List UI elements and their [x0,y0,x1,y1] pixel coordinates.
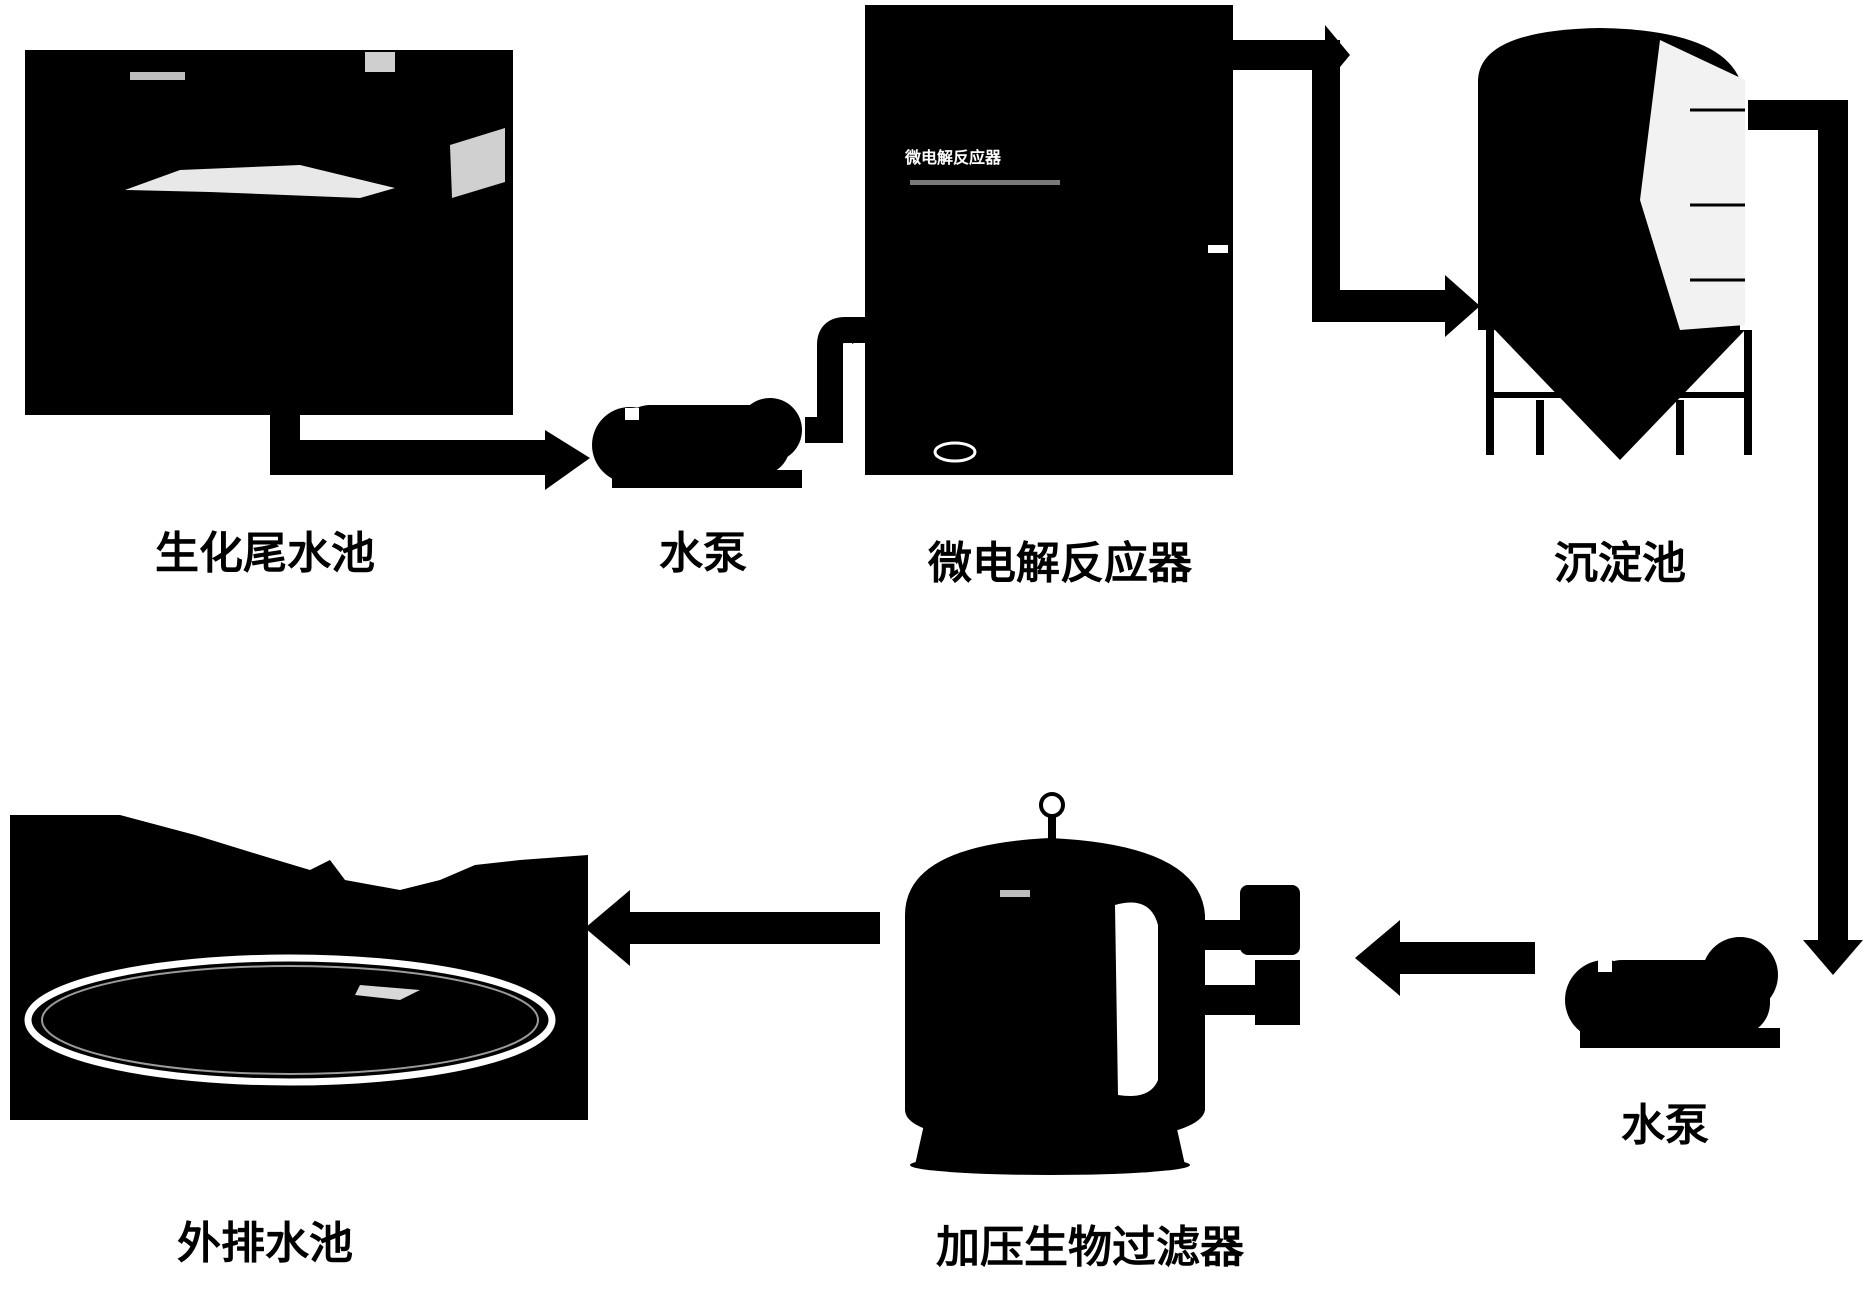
micro-electrolysis-reactor-label: 微电解反应器 [927,538,1193,589]
tail-water-pool-photo [25,50,513,415]
flow-arrow-pool-to-pump [270,410,590,490]
pump-2-icon [1565,937,1780,1048]
pressure-bio-filter-label: 加压生物过滤器 [936,1222,1245,1273]
pump-1-icon [592,317,875,488]
pump-2-label: 水泵 [1621,1100,1709,1151]
flow-arrow-reactor-to-tank [1230,25,1480,337]
reactor-panel-text: 微电解反应器 [904,148,1002,167]
pressure-bio-filter-photo [905,792,1300,1175]
discharge-pool-label: 外排水池 [177,1218,353,1269]
flow-arrow-tank-to-pump [1748,100,1863,975]
sedimentation-tank-photo [1478,28,1752,460]
micro-electrolysis-reactor-photo: 微电解反应器 [865,5,1233,475]
flow-arrow-pump-to-filter [1355,920,1535,996]
sedimentation-tank-label: 沉淀池 [1554,538,1686,589]
discharge-pool-photo [10,815,588,1120]
pump-1-label: 水泵 [659,528,747,579]
tail-water-pool-label: 生化尾水池 [155,528,375,579]
flow-arrow-filter-to-discharge [585,890,880,966]
